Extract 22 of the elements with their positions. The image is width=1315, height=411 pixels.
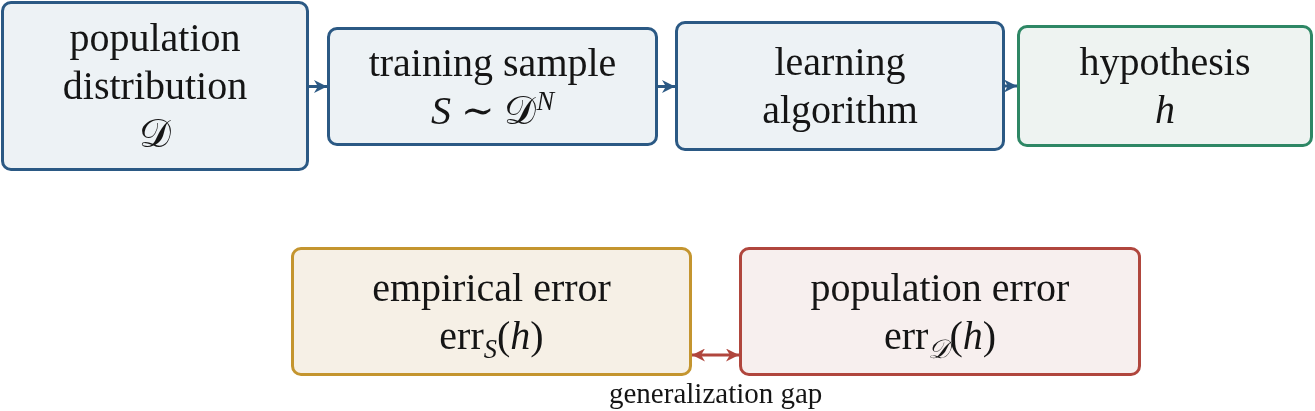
edge-label: generalization gap [609, 378, 823, 409]
box-title: learning algorithm [761, 38, 919, 134]
math-symbol: 𝒟 [139, 110, 171, 158]
box-title: population distribution [61, 14, 249, 110]
box-title: population error [810, 263, 1070, 312]
math-expression: err$_{𝒟}$(h) [883, 311, 997, 360]
process-box [1, 1, 309, 171]
process-box [327, 27, 658, 146]
process-box [739, 247, 1141, 376]
math-expression: err$_{S}$(h) [439, 311, 544, 360]
process-box [675, 21, 1005, 151]
arrow [658, 80, 675, 93]
math-expression: S ∼ 𝒟$^{N}$ [430, 86, 555, 135]
process-box [1017, 25, 1313, 147]
math-symbol: h [1155, 86, 1175, 134]
arrow [692, 348, 739, 362]
process-box [291, 247, 692, 376]
arrow [1004, 79, 1017, 93]
box-title: empirical error [372, 263, 611, 312]
arrow [309, 80, 327, 93]
box-title: hypothesis [1079, 38, 1251, 86]
box-title: training sample [368, 38, 617, 87]
